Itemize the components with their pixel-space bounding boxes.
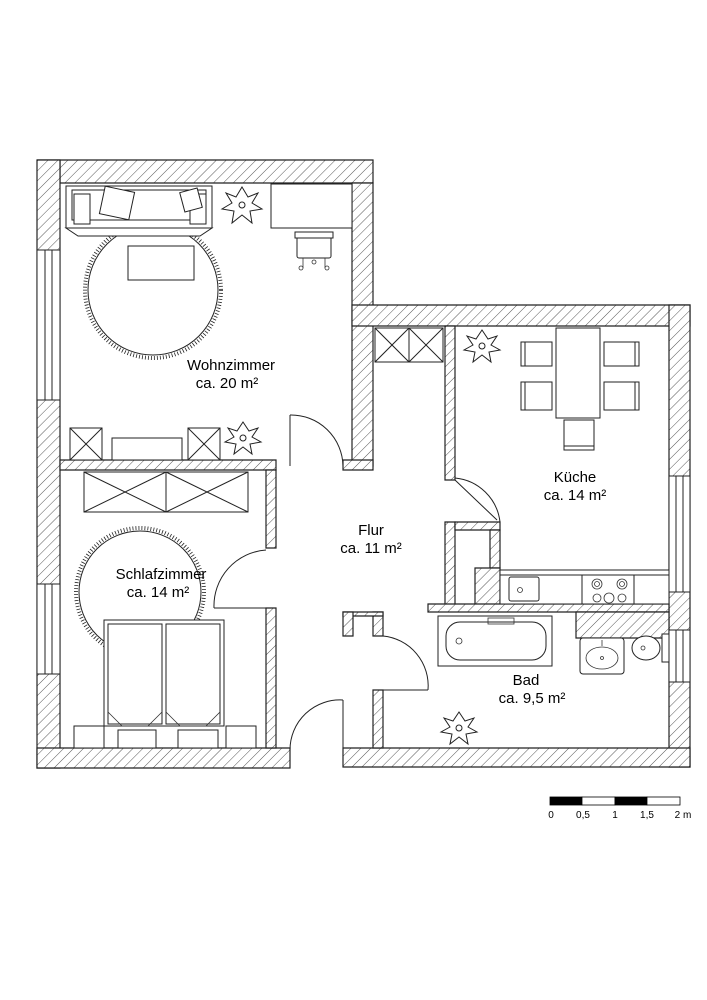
bedroom-rug — [74, 526, 206, 658]
plant-icon — [439, 711, 479, 746]
hallway-furniture — [374, 327, 444, 363]
doors — [213, 414, 501, 751]
kitchen-furniture — [462, 327, 670, 605]
door-bedroom — [213, 549, 267, 609]
scale-tick-label: 0,5 — [576, 810, 590, 821]
nightstand — [73, 725, 105, 749]
scale-tick-label: 2 m — [675, 810, 692, 821]
sideboard — [69, 427, 221, 461]
room-name-schlafzimmer: Schlafzimmer — [116, 566, 207, 583]
window-bedroom — [36, 583, 61, 675]
interior-walls — [59, 325, 670, 749]
dining-chair — [563, 419, 595, 451]
nightstand — [177, 729, 219, 749]
nightstand — [117, 729, 157, 749]
window-bath — [668, 629, 691, 683]
plant-icon — [462, 329, 502, 364]
sofa — [64, 185, 214, 237]
dining-chair — [520, 381, 553, 411]
wardrobe — [83, 471, 249, 513]
desk-chair — [294, 231, 334, 271]
room-area-bad: ca. 9,5 m² — [499, 690, 566, 707]
kitchen-counter — [499, 569, 670, 605]
window-living-room — [36, 249, 61, 401]
bedroom-furniture — [73, 471, 257, 749]
plant-icon — [223, 421, 263, 456]
scale-bar: 0 0,5 1 1,5 2 m — [548, 796, 692, 821]
room-area-wohnzimmer: ca. 20 m² — [196, 375, 259, 392]
window-kitchen — [668, 475, 691, 593]
door-entrance — [289, 699, 344, 751]
living-room-furniture — [64, 183, 353, 461]
windows — [36, 249, 691, 683]
room-name-bad: Bad — [513, 672, 540, 689]
plant-icon — [220, 186, 264, 225]
bath-furniture — [437, 615, 670, 746]
bathtub — [437, 615, 553, 667]
room-area-flur: ca. 11 m² — [340, 540, 401, 557]
dining-chair — [520, 341, 553, 367]
scale-tick-label: 1,5 — [640, 810, 654, 821]
room-name-flur: Flur — [358, 522, 384, 539]
desk — [270, 183, 353, 229]
door-kitchen — [454, 477, 501, 523]
room-name-wohnzimmer: Wohnzimmer — [187, 357, 275, 374]
door-bath — [382, 635, 429, 691]
room-name-kueche: Küche — [554, 469, 597, 486]
toilet — [631, 633, 670, 663]
room-labels: Wohnzimmer ca. 20 m² Schlafzimmer ca. 14… — [116, 357, 607, 707]
scale-tick-label: 1 — [612, 810, 618, 821]
dining-chair — [603, 381, 640, 411]
room-area-kueche: ca. 14 m² — [544, 487, 607, 504]
stove — [581, 574, 635, 605]
coffee-table — [127, 245, 195, 281]
scale-tick-label: 0 — [548, 810, 554, 821]
double-bed — [103, 619, 225, 727]
kitchen-sink — [508, 576, 540, 602]
washbasin — [579, 637, 625, 675]
dining-table — [555, 327, 601, 419]
living-rug — [83, 220, 223, 360]
dining-chair — [603, 341, 640, 367]
room-area-schlafzimmer: ca. 14 m² — [127, 584, 190, 601]
door-living-room — [289, 414, 344, 467]
nightstand — [225, 725, 257, 749]
